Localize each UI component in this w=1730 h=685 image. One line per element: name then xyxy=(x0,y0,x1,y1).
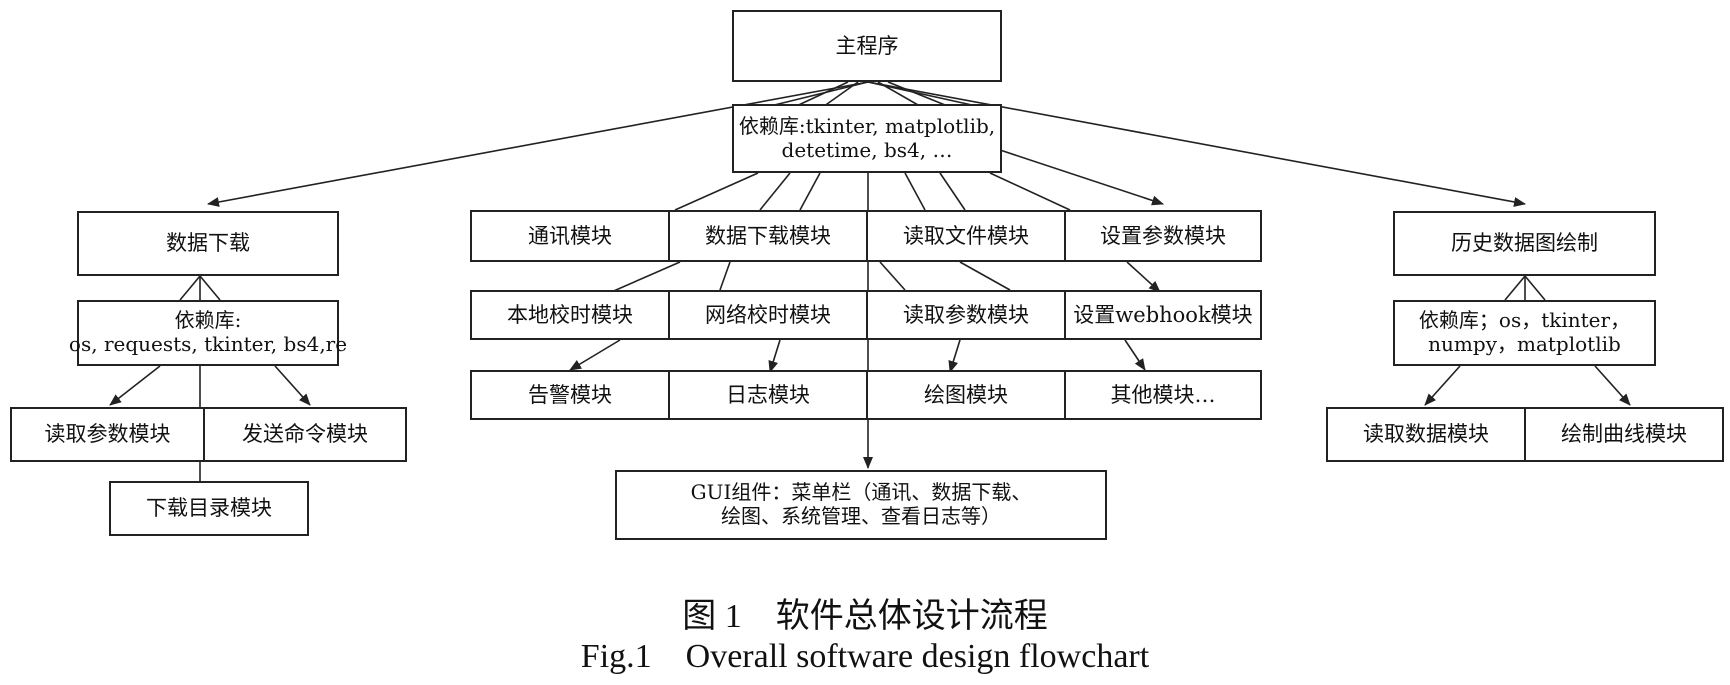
arrow-to-read-data xyxy=(1424,365,1461,406)
data-download-module-box: 数据下载模块 xyxy=(668,210,868,262)
line-to-read-file-2 xyxy=(939,172,966,211)
read-params-module-center-label: 读取参数模块 xyxy=(903,302,1029,327)
log-module-box: 日志模块 xyxy=(668,370,868,420)
line-to-read-file xyxy=(904,172,926,211)
line-left-deps-a xyxy=(179,275,201,301)
caption-zh-fig: 图 1 xyxy=(682,598,742,635)
caption-en-text: Overall software design flowchart xyxy=(685,638,1150,675)
arrow-to-plot xyxy=(948,339,961,373)
line-right-deps-b xyxy=(1524,275,1546,301)
history-plot-box: 历史数据图绘制 xyxy=(1393,211,1656,276)
main-program-label: 主程序 xyxy=(835,33,899,58)
set-params-module-box: 设置参数模块 xyxy=(1064,210,1262,262)
data-download-module-label: 数据下载模块 xyxy=(705,223,831,248)
arrow-to-webhook xyxy=(1126,261,1161,293)
line-to-download xyxy=(759,172,791,211)
caption-english: Fig.1 Overall software design flowchart xyxy=(0,638,1730,676)
main-deps-line1: 依赖库:tkinter, matplotlib, xyxy=(738,113,996,138)
data-download-box: 数据下载 xyxy=(77,211,339,276)
arrow-to-read-params xyxy=(109,365,161,406)
arrow-to-send-cmd xyxy=(274,365,311,406)
line-row1-row2 xyxy=(879,261,906,291)
log-module-label: 日志模块 xyxy=(726,382,810,407)
arrow-to-alarm xyxy=(569,339,621,371)
gui-component-line1: GUI组件：菜单栏（通讯、数据下载、 xyxy=(690,480,1032,505)
gui-component-line2: 绘图、系统管理、查看日志等） xyxy=(721,504,1001,528)
left-deps-box: 依赖库: os, requests, tkinter, bs4,re xyxy=(69,300,347,366)
arrow-to-other xyxy=(1124,339,1146,371)
arrow-main-to-data-download xyxy=(207,81,869,207)
plot-module-box: 绘图模块 xyxy=(866,370,1066,420)
network-time-module-label: 网络校时模块 xyxy=(705,302,831,327)
caption-chinese: 图 1 软件总体设计流程 xyxy=(0,588,1730,637)
line-to-settings xyxy=(989,172,1071,211)
plot-module-label: 绘图模块 xyxy=(924,382,1008,407)
other-modules-box: 其他模块… xyxy=(1064,370,1262,420)
gui-component-box: GUI组件：菜单栏（通讯、数据下载、 绘图、系统管理、查看日志等） xyxy=(615,470,1107,540)
draw-curve-module-label: 绘制曲线模块 xyxy=(1561,422,1687,447)
left-deps-line1: 依赖库: xyxy=(174,308,242,333)
data-download-label: 数据下载 xyxy=(166,231,250,256)
caption-en-fig: Fig.1 xyxy=(580,638,652,675)
download-directory-module-box: 下载目录模块 xyxy=(109,481,309,536)
right-deps-line2: numpy，matplotlib xyxy=(1428,332,1621,356)
set-params-module-label: 设置参数模块 xyxy=(1100,223,1226,248)
read-params-module-box: 读取参数模块 xyxy=(10,407,205,462)
line-left-deps-b xyxy=(199,275,221,301)
caption-zh-text: 软件总体设计流程 xyxy=(775,598,1048,635)
line-row1-row2 xyxy=(959,261,1011,291)
local-time-module-label: 本地校时模块 xyxy=(507,302,633,327)
read-params-module-center-box: 读取参数模块 xyxy=(866,290,1066,340)
main-deps-box: 依赖库:tkinter, matplotlib, detetime, bs4, … xyxy=(732,104,1002,173)
comm-module-box: 通讯模块 xyxy=(470,210,670,262)
arrow-to-log xyxy=(768,339,781,373)
arrow-to-settings xyxy=(999,149,1164,206)
other-modules-label: 其他模块… xyxy=(1110,382,1216,407)
read-file-module-label: 读取文件模块 xyxy=(903,223,1029,248)
alarm-module-label: 告警模块 xyxy=(528,382,612,407)
line-right-deps-a xyxy=(1504,275,1526,301)
local-time-module-box: 本地校时模块 xyxy=(470,290,670,340)
read-file-module-box: 读取文件模块 xyxy=(866,210,1066,262)
main-program-box: 主程序 xyxy=(732,10,1002,82)
right-deps-line1: 依赖库；os，tkinter， xyxy=(1418,308,1631,333)
draw-curve-module-box: 绘制曲线模块 xyxy=(1524,407,1724,462)
read-data-module-label: 读取数据模块 xyxy=(1363,422,1489,447)
main-deps-line2: detetime, bs4, … xyxy=(781,137,953,162)
history-plot-label: 历史数据图绘制 xyxy=(1451,231,1598,256)
left-deps-line2: os, requests, tkinter, bs4,re xyxy=(68,332,348,356)
webhook-module-box: 设置webhook模块 xyxy=(1064,290,1262,340)
send-command-module-label: 发送命令模块 xyxy=(242,422,368,447)
send-command-module-box: 发送命令模块 xyxy=(203,407,407,462)
line-row1-row2 xyxy=(719,261,731,291)
line-to-comm xyxy=(674,172,759,211)
right-deps-box: 依赖库；os，tkinter， numpy，matplotlib xyxy=(1393,300,1656,366)
line-to-download-2 xyxy=(799,172,821,211)
download-directory-module-label: 下载目录模块 xyxy=(146,496,272,521)
network-time-module-box: 网络校时模块 xyxy=(668,290,868,340)
read-params-module-label: 读取参数模块 xyxy=(44,422,171,447)
alarm-module-box: 告警模块 xyxy=(470,370,670,420)
comm-module-label: 通讯模块 xyxy=(528,223,612,248)
read-data-module-box: 读取数据模块 xyxy=(1326,407,1526,462)
arrow-main-to-history-plot xyxy=(867,81,1526,207)
webhook-module-label: 设置webhook模块 xyxy=(1073,302,1253,327)
arrow-to-draw-curve xyxy=(1594,365,1631,406)
